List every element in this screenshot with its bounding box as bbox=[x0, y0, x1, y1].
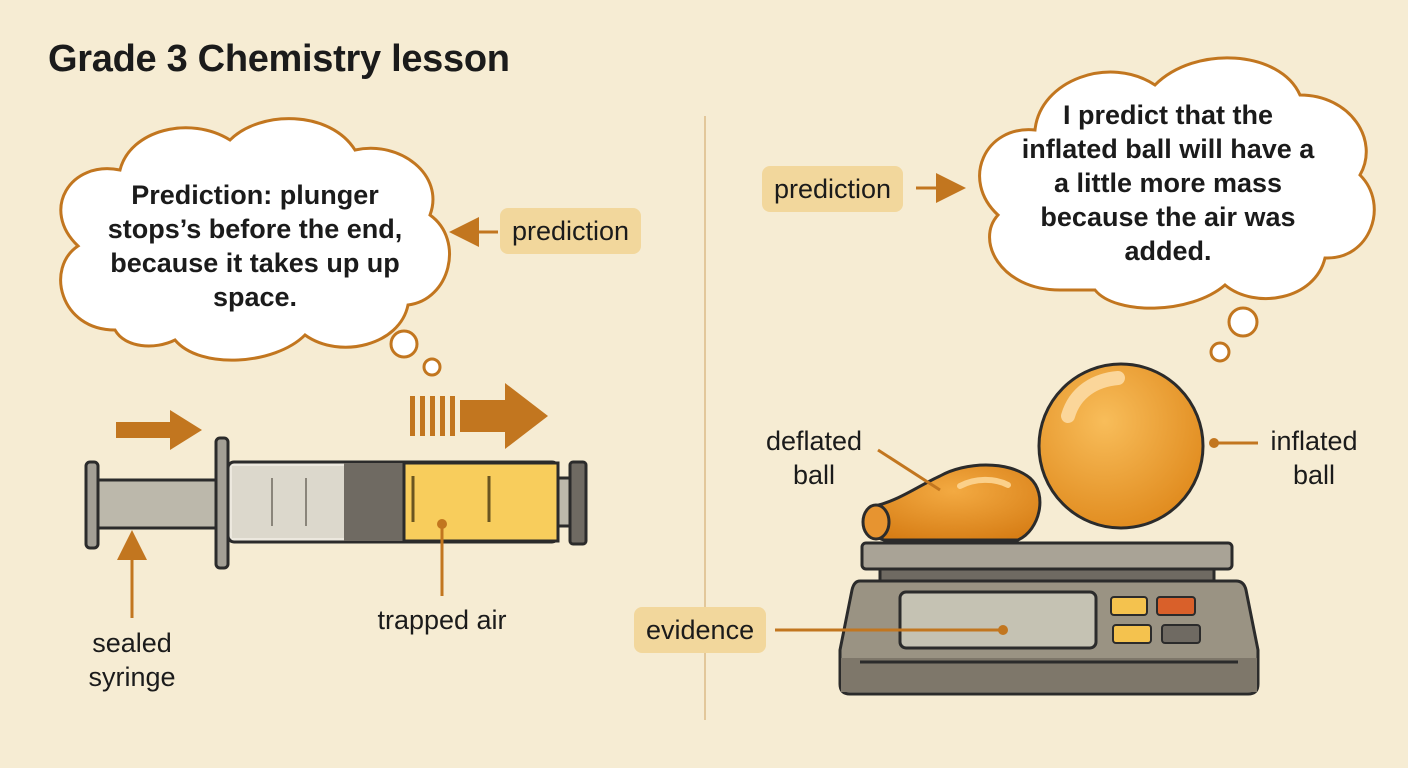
kitchen-scale bbox=[838, 541, 1260, 696]
scale-button bbox=[1110, 596, 1148, 616]
push-arrow-icon bbox=[116, 410, 202, 450]
thought-bubble-dot bbox=[422, 357, 442, 377]
inflated-ball-label: inflated ball bbox=[1270, 426, 1358, 490]
inflated-ball bbox=[1037, 362, 1219, 530]
right-thought-cloud bbox=[978, 56, 1376, 363]
thought-bubble-dot bbox=[1227, 306, 1259, 338]
deflated-ball-label: deflated ball bbox=[765, 426, 863, 490]
thought-bubble-dot bbox=[1209, 341, 1231, 363]
motion-arrow-icon bbox=[410, 383, 548, 449]
deflated-pointer bbox=[877, 448, 941, 492]
trapped-air-region bbox=[402, 461, 560, 543]
right-thought-text: I predict that the inflated ball will ha… bbox=[1021, 100, 1315, 266]
left-thought-cloud bbox=[59, 117, 451, 377]
sealed-syringe-label: sealed syringe bbox=[88, 628, 176, 692]
left-thought-text: Prediction: plunger stops’s before the e… bbox=[107, 180, 403, 312]
scale-button bbox=[1156, 596, 1196, 616]
scale-button bbox=[1112, 624, 1152, 644]
deflated-ball bbox=[861, 463, 1042, 542]
prediction-tag-left: prediction bbox=[500, 208, 642, 254]
scale-button bbox=[1161, 624, 1201, 644]
page-title: Grade 3 Chemistry lesson bbox=[48, 38, 510, 80]
scale-display bbox=[898, 590, 1098, 650]
evidence-dot bbox=[998, 625, 1008, 635]
thought-bubble-dot bbox=[389, 329, 419, 359]
sealed-syringe bbox=[84, 436, 588, 570]
evidence-tag: evidence bbox=[634, 607, 767, 653]
prediction-tag-right: prediction bbox=[762, 166, 904, 212]
trapped-air-label: trapped air bbox=[377, 605, 507, 635]
